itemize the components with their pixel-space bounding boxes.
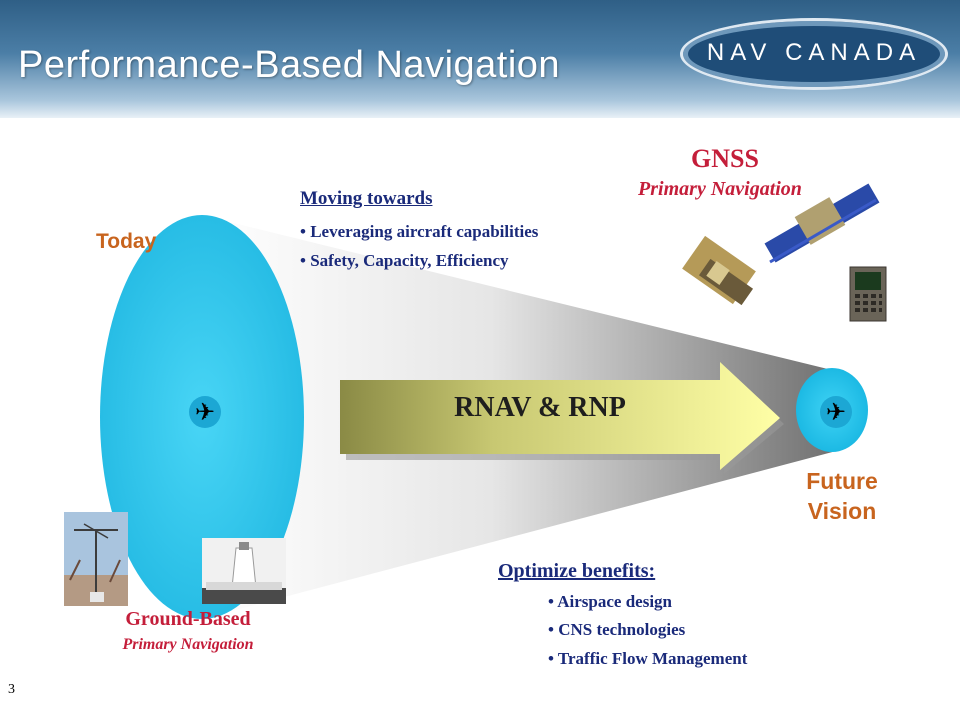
satellite-icon-2 (682, 235, 756, 306)
moving-towards-item: • Leveraging aircraft capabilities (300, 222, 539, 241)
moving-towards-item-text: Leveraging aircraft capabilities (310, 222, 539, 241)
optimize-item-text: Traffic Flow Management (557, 649, 748, 668)
airplane-icon: ✈ (825, 398, 847, 426)
rnav-rnp-label: RNAV & RNP (454, 392, 626, 423)
moving-towards-title: Moving towards (300, 188, 433, 209)
optimize-benefits-title: Optimize benefits: (498, 560, 656, 582)
ground-station-icon (202, 538, 286, 604)
slide-header: Performance-Based Navigation NAV CANADA (0, 0, 960, 118)
future-vision-label: Future Vision (796, 466, 888, 526)
moving-towards-item-text: Safety, Capacity, Efficiency (310, 251, 509, 270)
future-label-line-2: Vision (807, 498, 877, 524)
ground-based-title: Ground-Based (125, 608, 251, 630)
fms-display-icon (849, 266, 887, 322)
today-plane-circle (189, 396, 221, 428)
optimize-item: • CNS technologies (548, 620, 686, 639)
satellite-icon (764, 183, 880, 264)
optimize-item: • Traffic Flow Management (548, 649, 748, 668)
optimize-item: • Airspace design (548, 592, 673, 611)
gnss-subtitle: Primary Navigation (638, 178, 802, 200)
page-number: 3 (8, 682, 15, 697)
today-label: Today (96, 230, 157, 253)
optimize-item-text: Airspace design (557, 592, 673, 611)
logo-text: NAV CANADA (706, 39, 922, 66)
rnav-rnp-arrow (340, 362, 780, 470)
future-plane-circle (820, 396, 852, 428)
vor-antenna-icon (64, 512, 128, 606)
ground-based-subtitle: Primary Navigation (122, 636, 254, 653)
gnss-title: GNSS (691, 144, 759, 173)
airplane-icon: ✈ (194, 398, 216, 426)
nav-canada-logo: NAV CANADA (680, 18, 948, 90)
moving-towards-item: • Safety, Capacity, Efficiency (300, 251, 509, 270)
optimize-item-text: CNS technologies (558, 620, 686, 639)
future-label-line-1: Future (806, 468, 878, 494)
slide-title: Performance-Based Navigation (18, 44, 561, 86)
